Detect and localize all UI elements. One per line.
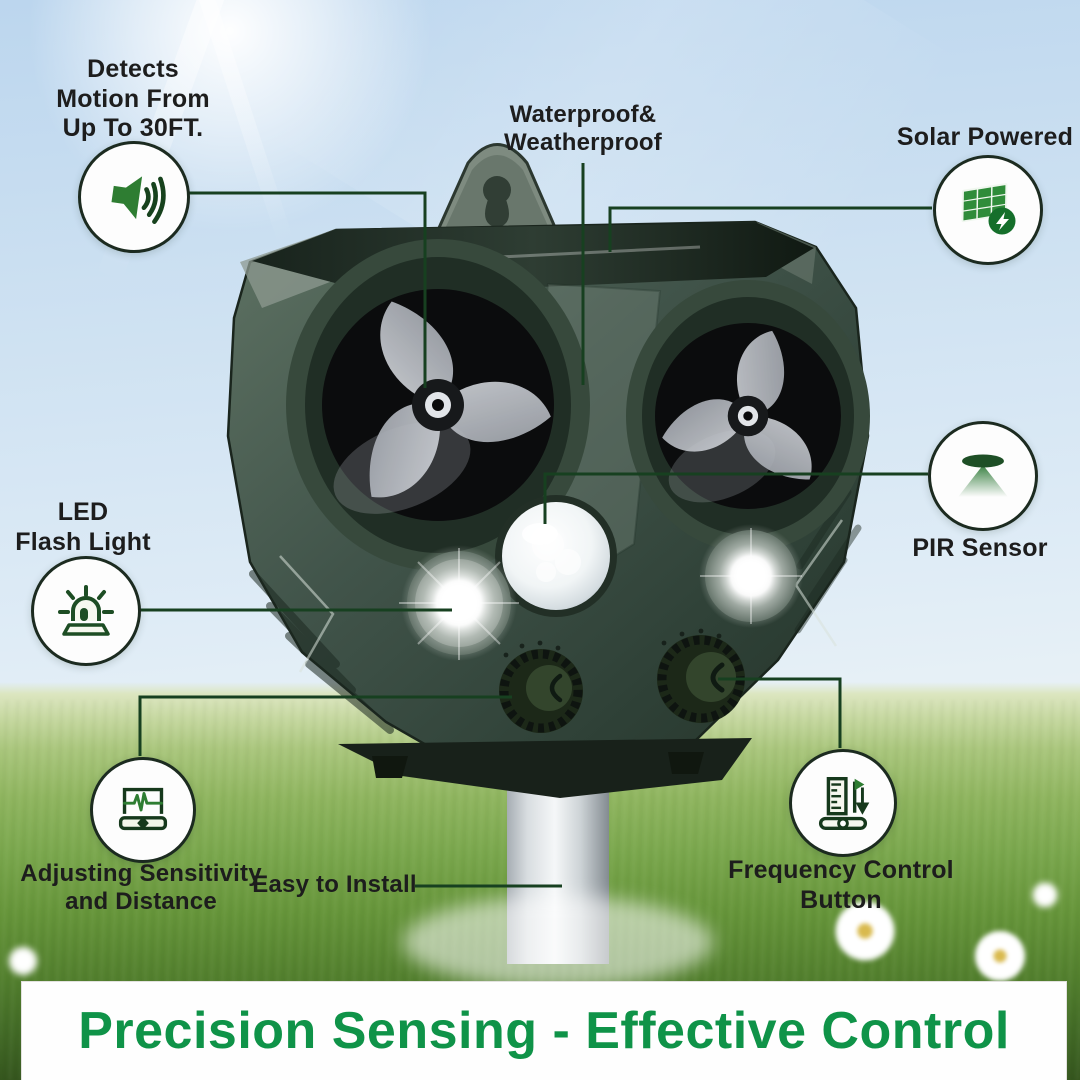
label-solar-powered: Solar Powered [896, 123, 1074, 151]
callout-circle-pir [928, 421, 1038, 531]
label-detects-motion: Detects Motion From Up To 30FT. [56, 55, 210, 142]
led-flash-right [699, 524, 803, 628]
callout-line-solar [608, 206, 932, 252]
frequency-knob [657, 628, 745, 723]
led-flash-left [399, 545, 519, 661]
solar-panel-icon [961, 183, 1016, 235]
callout-circle-led [31, 556, 141, 666]
callout-circle-detects-motion [78, 141, 190, 253]
callout-circle-sensitivity [90, 757, 196, 863]
frequency-scale-icon [818, 776, 870, 830]
headline-text: Precision Sensing - Effective Control [78, 1002, 1010, 1060]
sensitivity-monitor-icon [118, 787, 168, 831]
right-ultrasonic-speaker [626, 280, 870, 552]
callout-lines [136, 163, 932, 888]
callout-line-detects-motion [184, 191, 427, 388]
daisy-flower [972, 928, 1028, 984]
label-adjusting-sensitivity: Adjusting Sensitivity and Distance [20, 860, 262, 916]
headline-banner: Precision Sensing - Effective Control [22, 982, 1066, 1080]
label-frequency-control: Frequency Control Button [728, 856, 954, 914]
callout-circle-frequency [789, 749, 897, 857]
label-led-flash-light: LED Flash Light [15, 498, 151, 556]
callout-line-frequency [718, 677, 842, 748]
pir-dome-sensor [495, 495, 617, 617]
label-pir-sensor: PIR Sensor [912, 534, 1048, 562]
label-waterproof: Waterproof& Weatherproof [504, 101, 662, 157]
left-ultrasonic-speaker [286, 239, 590, 571]
label-easy-to-install: Easy to Install [252, 871, 417, 898]
sensitivity-knob [499, 640, 583, 733]
pir-cone-icon [958, 454, 1008, 497]
daisy-flower [6, 944, 40, 978]
mounting-bracket [427, 143, 567, 250]
speaker-sound-icon [111, 176, 166, 224]
led-beacon-icon [58, 585, 114, 636]
callout-line-sensitivity [138, 695, 512, 756]
callout-circle-solar [933, 155, 1043, 265]
callout-line-pir [543, 472, 928, 524]
daisy-flower [1030, 880, 1060, 910]
daisy-flower [832, 898, 898, 964]
